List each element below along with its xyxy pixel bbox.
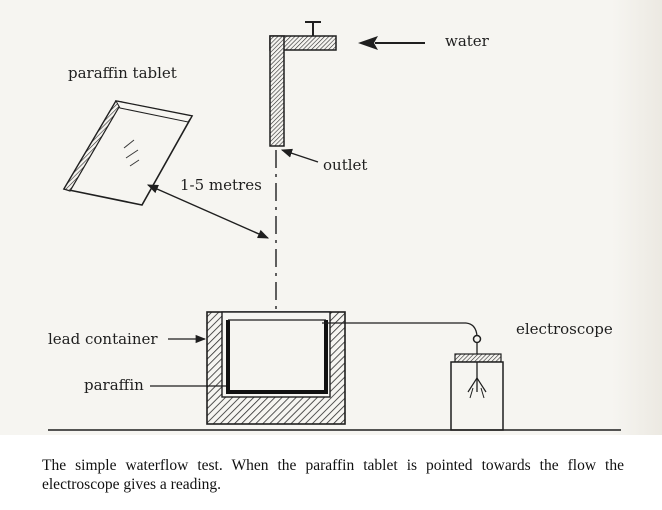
figure-caption: The simple waterflow test. When the para… [42, 457, 624, 493]
electroscope [450, 353, 504, 431]
label-outlet: outlet [323, 156, 367, 174]
distance-arrow [146, 184, 270, 239]
waterflow-diagram: water paraffin tablet outlet 1-5 metres … [48, 21, 621, 431]
electroscope-wire [322, 322, 482, 354]
paraffin-lining [226, 320, 328, 394]
label-distance: 1-5 metres [180, 176, 262, 194]
label-paraffin: paraffin [84, 376, 144, 394]
scan-edge-shading [612, 0, 662, 435]
label-paraffin-tablet: paraffin tablet [68, 64, 177, 82]
label-water: water [445, 32, 490, 50]
outlet-pointer [280, 148, 319, 163]
label-electroscope: electroscope [516, 320, 613, 338]
water-inflow-arrow [358, 36, 425, 50]
paraffin-tablet [62, 100, 194, 206]
water-pipe [269, 21, 337, 147]
label-lead-container: lead container [48, 330, 158, 348]
